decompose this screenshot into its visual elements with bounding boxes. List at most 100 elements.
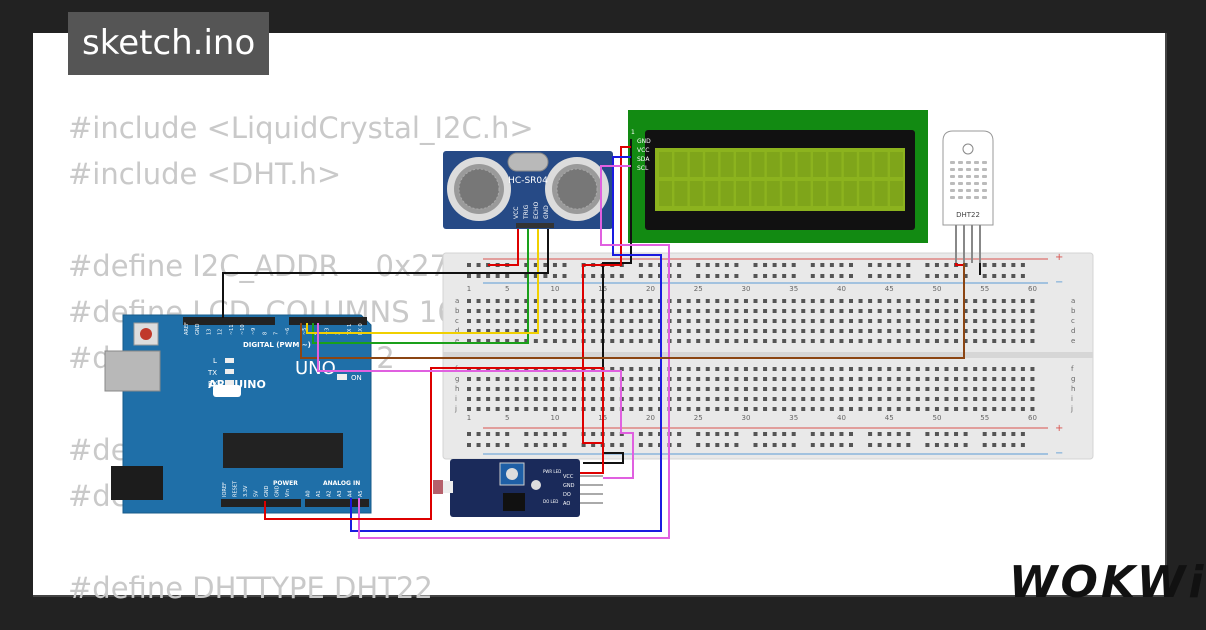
- breadboard-hole: [801, 309, 806, 313]
- breadboard-hole: [1001, 397, 1006, 401]
- power-analog-pin-label: A0: [306, 490, 312, 497]
- breadboard-hole: [906, 329, 911, 333]
- breadboard-hole: [486, 387, 491, 391]
- breadboard-hole: [724, 407, 729, 411]
- breadboard-hole: [877, 309, 882, 313]
- breadboard-hole: [829, 299, 834, 303]
- rail-hole: [486, 274, 491, 278]
- rail-hole: [476, 432, 481, 436]
- breadboard-hole: [734, 309, 739, 313]
- rail-hole: [715, 263, 720, 267]
- breadboard-hole: [677, 387, 682, 391]
- digital-pin-label: 7: [274, 332, 280, 335]
- lcd-cell: [751, 181, 765, 206]
- breadboard-hole: [963, 397, 968, 401]
- dht-vent: [974, 168, 979, 171]
- wire-5v: [264, 367, 604, 520]
- breadboard-hole: [705, 397, 710, 401]
- usb-port: [104, 350, 161, 392]
- breadboard: 1155101015152020252530303535404045455050…: [442, 252, 1094, 460]
- column-number: 25: [694, 414, 703, 422]
- rail-hole: [591, 443, 596, 447]
- breadboard-hole: [820, 367, 825, 371]
- dht-vent: [966, 189, 971, 192]
- breadboard-hole: [858, 319, 863, 323]
- breadboard-hole: [868, 329, 873, 333]
- rail-hole: [877, 432, 882, 436]
- breadboard-hole: [629, 319, 634, 323]
- hc-sr04-sensor[interactable]: HC-SR04 VCC TRIG ECHO GND: [443, 151, 613, 229]
- reset-button[interactable]: [140, 328, 152, 340]
- column-number: 20: [646, 285, 655, 293]
- breadboard-hole: [829, 367, 834, 371]
- breadboard-hole: [743, 367, 748, 371]
- breadboard-hole: [934, 299, 939, 303]
- breadboard-hole: [906, 387, 911, 391]
- rail-hole: [954, 432, 959, 436]
- rail-hole: [1001, 263, 1006, 267]
- rail-hole: [619, 443, 624, 447]
- breadboard-hole: [810, 407, 815, 411]
- breadboard-hole: [772, 339, 777, 343]
- breadboard-hole: [562, 377, 567, 381]
- breadboard-hole: [705, 387, 710, 391]
- dht22-sensor[interactable]: DHT22: [942, 130, 994, 263]
- breadboard-hole: [572, 329, 577, 333]
- pin-label-trig: TRIG: [523, 204, 530, 220]
- rail-hole: [829, 263, 834, 267]
- breadboard-hole: [925, 367, 930, 371]
- rail-hole: [648, 443, 653, 447]
- breadboard-hole: [801, 387, 806, 391]
- rail-hole: [1011, 443, 1016, 447]
- rail-hole: [696, 443, 701, 447]
- rail-hole: [1020, 274, 1025, 278]
- file-tab[interactable]: sketch.ino: [68, 12, 270, 75]
- column-number: 25: [694, 285, 703, 293]
- breadboard-hole: [877, 319, 882, 323]
- breadboard-hole: [849, 329, 853, 333]
- rail-hole: [925, 443, 930, 447]
- arduino-uno[interactable]: ARDUINO UNO DIGITAL (PWM ~) POWER ANALOG…: [104, 314, 372, 514]
- breadboard-hole: [772, 329, 777, 333]
- code-line: #include <DHT.h>: [68, 157, 342, 191]
- breadboard-hole: [982, 397, 987, 401]
- breadboard-hole: [887, 377, 892, 381]
- breadboard-hole: [763, 339, 768, 343]
- rail-hole: [944, 432, 949, 436]
- rail-hole: [906, 443, 911, 447]
- rail-hole: [887, 263, 892, 267]
- dht-vent: [974, 161, 979, 164]
- lcd-cell: [674, 152, 688, 177]
- rail-hole: [954, 443, 959, 447]
- breadboard-hole: [963, 339, 968, 343]
- breadboard-hole: [677, 329, 682, 333]
- breadboard-hole: [839, 319, 844, 323]
- breadboard-hole: [896, 367, 901, 371]
- breadboard-hole: [963, 309, 968, 313]
- rail-hole: [763, 263, 768, 267]
- rail-hole: [982, 432, 987, 436]
- rail-hole: [476, 263, 481, 267]
- breadboard-hole: [992, 319, 997, 323]
- digital-pin-label: ~11: [229, 324, 235, 335]
- breadboard-hole: [1001, 377, 1006, 381]
- breadboard-hole: [763, 319, 768, 323]
- breadboard-hole: [562, 339, 567, 343]
- rail-hole: [839, 443, 844, 447]
- breadboard-hole: [801, 339, 806, 343]
- rail-hole: [533, 274, 538, 278]
- sound-sensor-module[interactable]: PWR LED DO LED VCC GND DO AO: [433, 459, 603, 517]
- lcd-display[interactable]: 1 GND VCC SDA SCL: [628, 110, 928, 243]
- row-letter: c: [455, 317, 459, 325]
- rail-hole: [505, 432, 510, 436]
- breadboard-hole: [1011, 339, 1016, 343]
- rail-hole: [734, 432, 739, 436]
- breadboard-hole: [982, 367, 987, 371]
- breadboard-hole: [887, 367, 892, 371]
- breadboard-hole: [467, 329, 471, 333]
- breadboard-hole: [973, 377, 978, 381]
- breadboard-hole: [954, 377, 959, 381]
- breadboard-hole: [791, 397, 796, 401]
- breadboard-hole: [638, 407, 643, 411]
- breadboard-hole: [915, 367, 920, 371]
